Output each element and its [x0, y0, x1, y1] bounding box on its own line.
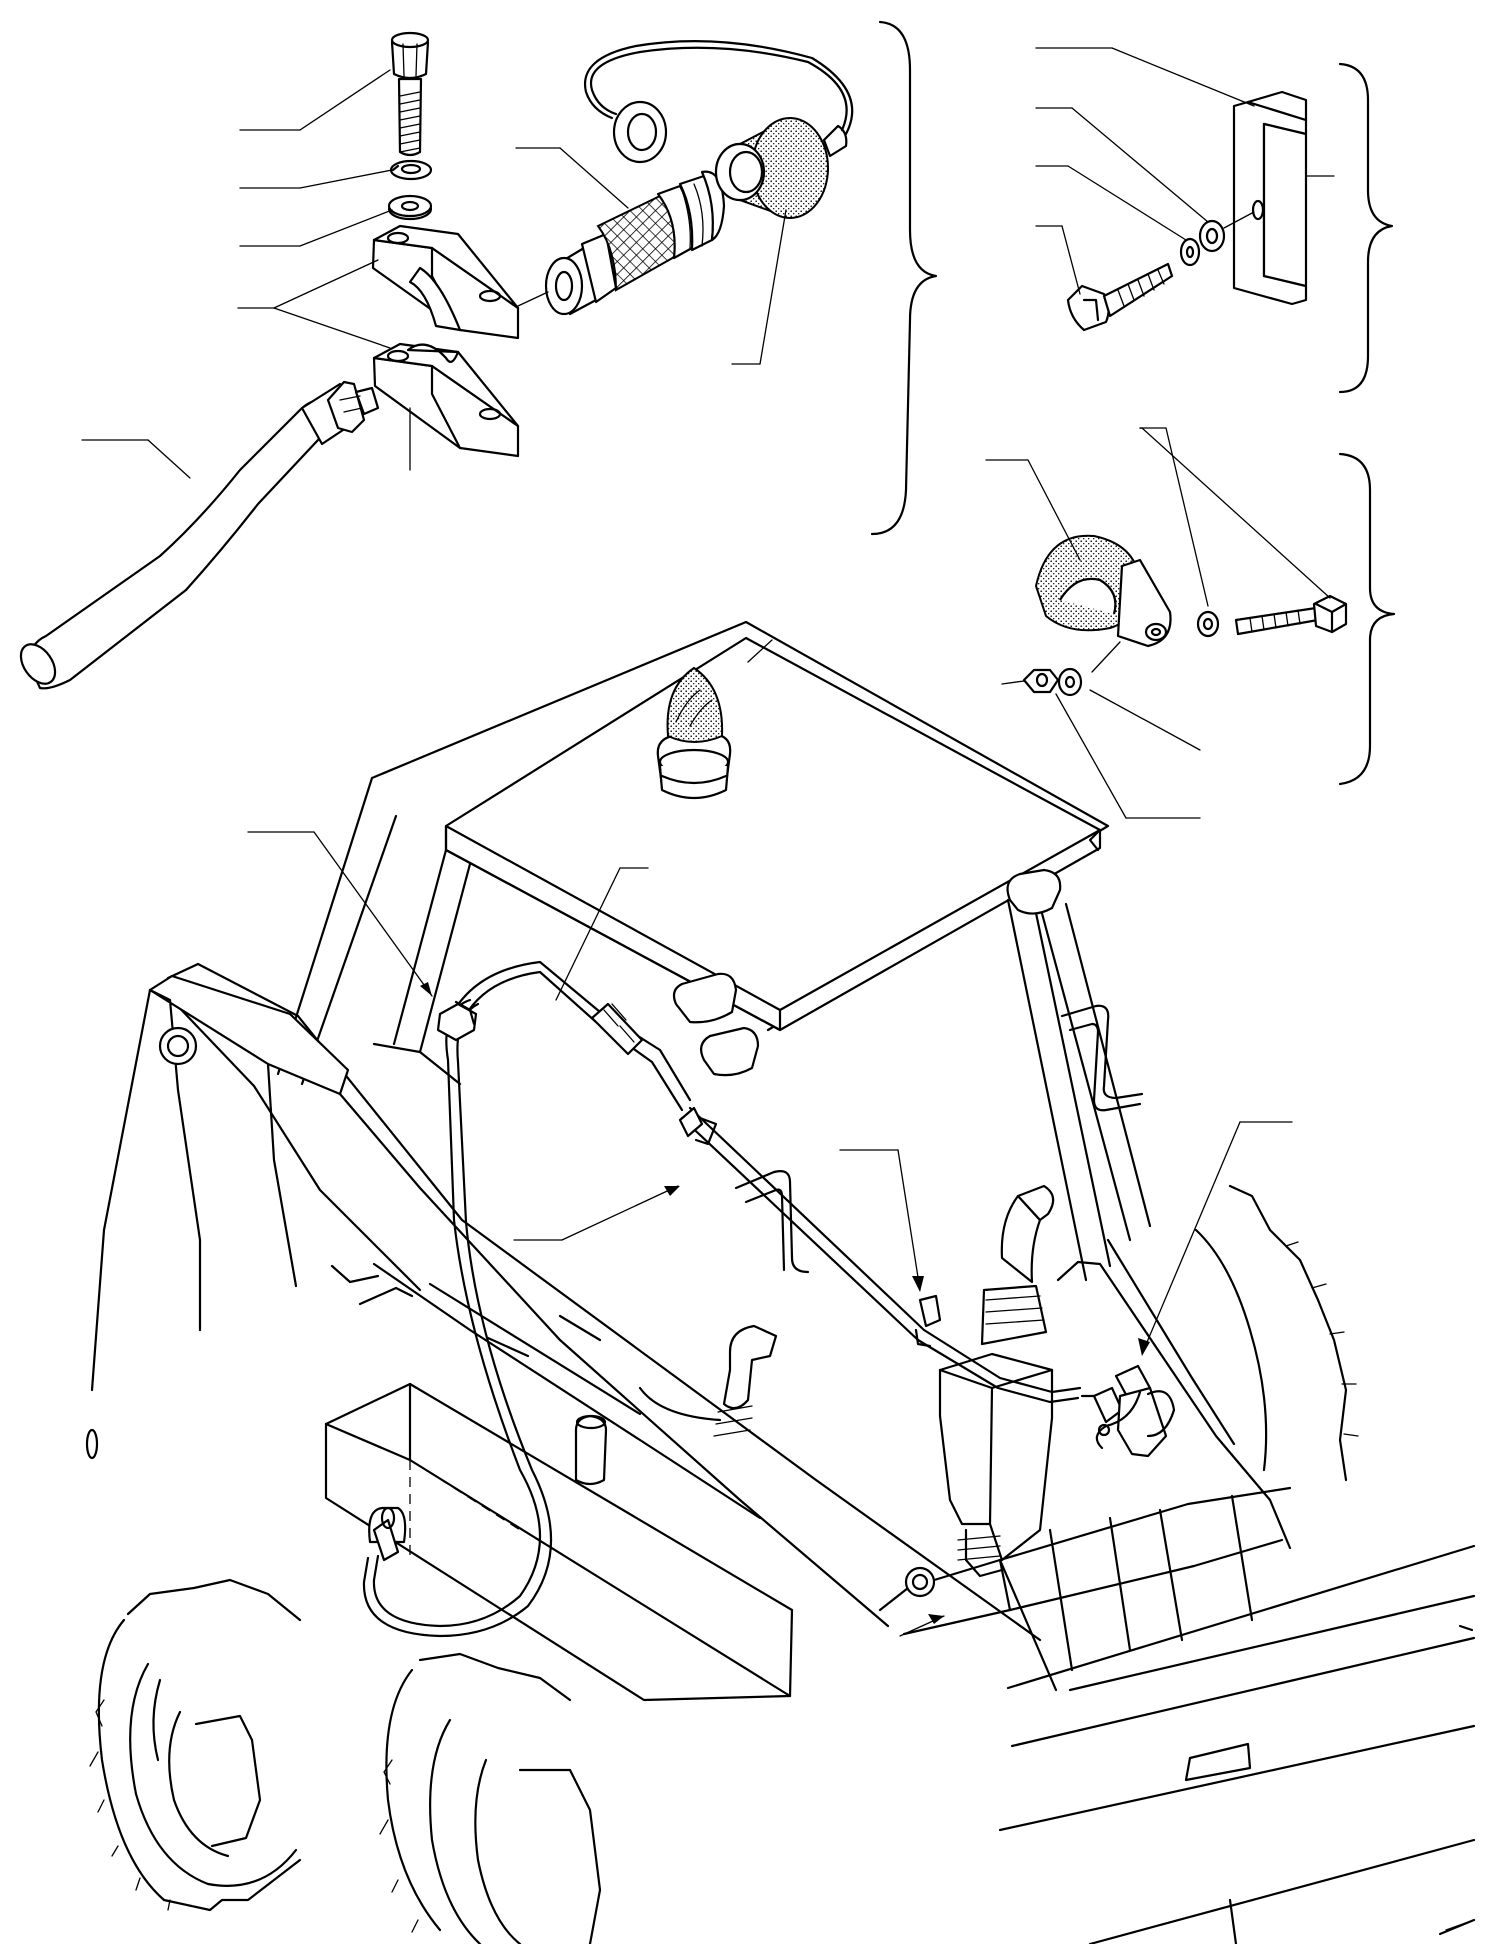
bracket-mount-group — [1035, 47, 1394, 394]
group-brace-left — [870, 20, 938, 536]
hydraulic-hose-icon — [362, 960, 1176, 1638]
lock-washer-icon — [389, 159, 433, 181]
flat-washer-icon — [1196, 610, 1220, 638]
leader-lines-top-right — [1035, 47, 1335, 295]
hydraulic-hose-icon — [19, 380, 380, 690]
flat-washer-icon — [1198, 219, 1226, 253]
dust-cap-icon — [583, 40, 854, 220]
dust-plug-bracket-icon — [1034, 534, 1172, 648]
quick-coupler-icon — [544, 170, 726, 316]
flat-washer-icon — [387, 194, 433, 221]
leader-lines-top-left — [81, 69, 787, 479]
work-light-icon — [672, 868, 1062, 1077]
group-brace-right-bottom — [1338, 452, 1396, 786]
group-brace-right-top — [1338, 62, 1394, 394]
leader-lines-machine — [247, 639, 1475, 1931]
plug-mount-group — [985, 427, 1396, 819]
support-bracket-icon — [1232, 90, 1308, 306]
leader-lines-mid-right — [985, 427, 1331, 819]
skid-steer-loader-icon — [85, 620, 1476, 1944]
lock-washer-icon — [1179, 237, 1201, 267]
wheel-icon — [89, 1578, 602, 1944]
screw-icon — [390, 31, 430, 157]
rotating-beacon-icon — [656, 666, 732, 800]
hex-nut-icon — [1022, 668, 1060, 694]
clamp-block-icon — [371, 224, 520, 458]
flat-washer-icon — [1057, 667, 1083, 697]
coupler-mount-group — [19, 20, 938, 690]
bracket-bolt-icon — [1066, 262, 1174, 332]
bracket-bolt-icon — [1234, 594, 1348, 636]
